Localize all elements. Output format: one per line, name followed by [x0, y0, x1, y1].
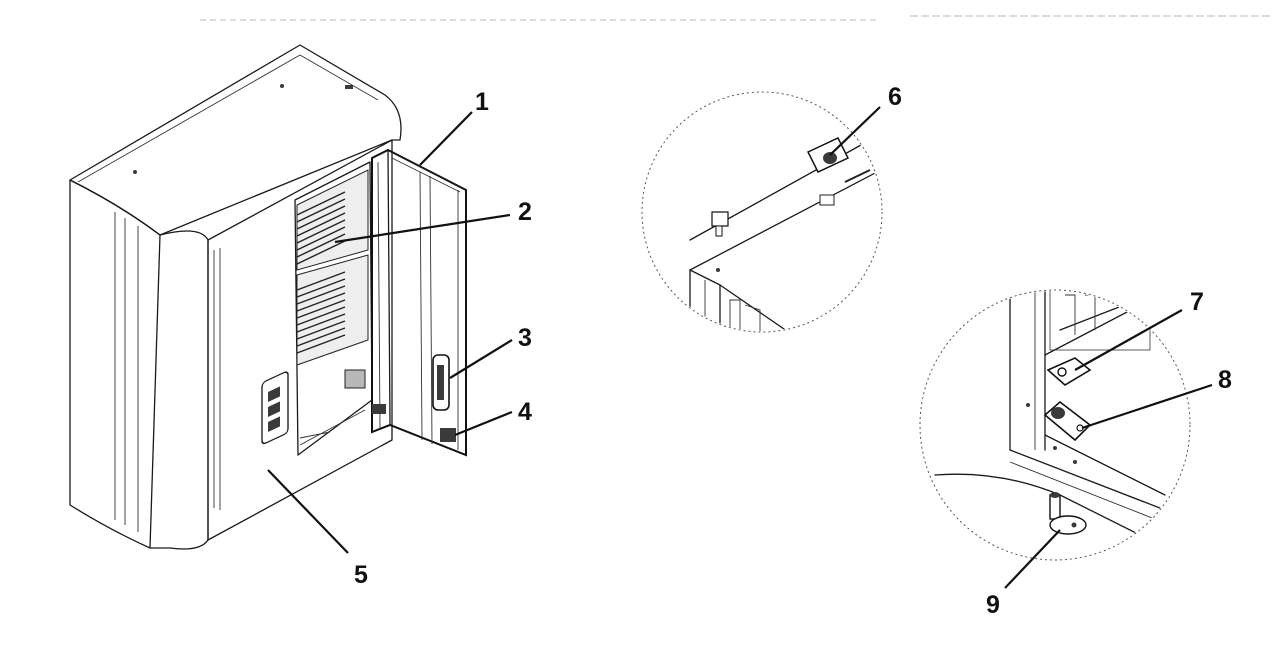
callout-6: 6	[888, 83, 902, 111]
callout-3: 3	[518, 324, 532, 352]
detail-top-hinge	[641, 91, 883, 333]
leader-lines	[267, 106, 1213, 589]
wire-shelves	[296, 169, 369, 446]
callout-5: 5	[354, 561, 368, 589]
open-door	[371, 148, 467, 457]
callout-7: 7	[1190, 288, 1204, 316]
callout-2: 2	[518, 198, 532, 226]
cabinet-assembly	[69, 44, 467, 550]
top-screw	[133, 170, 137, 174]
cabinet-left-side	[69, 179, 161, 549]
cabinet-front-panel	[207, 139, 393, 541]
door-hinge	[440, 428, 456, 442]
callout-9: 9	[986, 591, 1000, 619]
callout-1: 1	[475, 88, 489, 116]
callout-labels: 1 2 3 4 5 6 7 8 9	[354, 83, 1232, 619]
front-vent	[261, 371, 289, 445]
callout-4: 4	[518, 398, 532, 426]
callout-8: 8	[1218, 366, 1232, 394]
detail-bottom-hinge	[919, 289, 1191, 561]
scan-noise-top	[200, 15, 1270, 21]
